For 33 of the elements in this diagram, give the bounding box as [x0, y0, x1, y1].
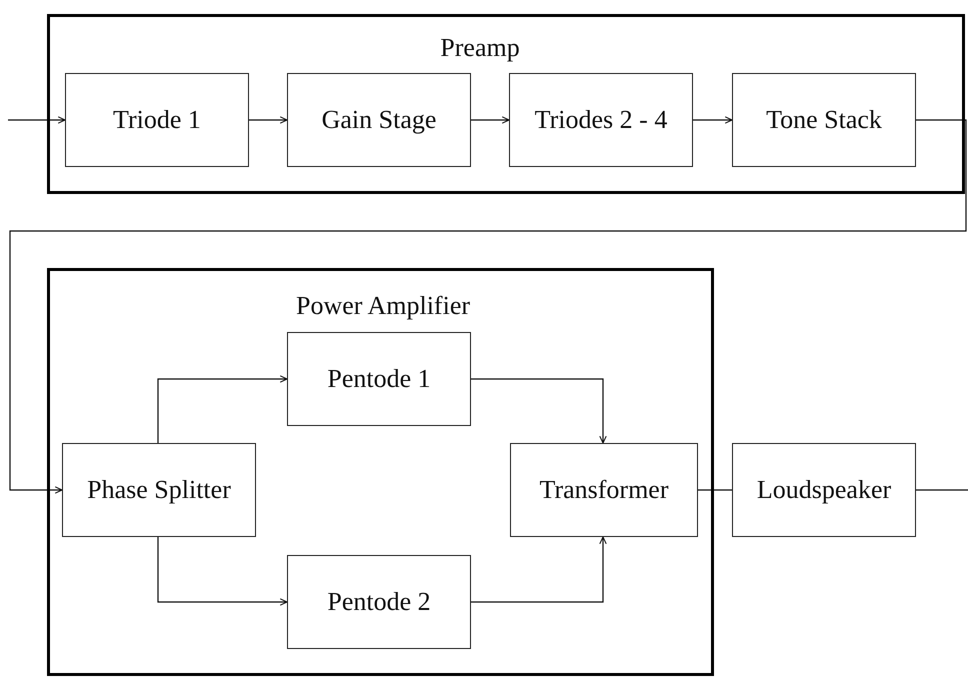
arrow [471, 116, 510, 124]
box-label: Tone Stack [766, 105, 882, 135]
box-label: Pentode 1 [327, 364, 431, 394]
box-label: Loudspeaker [756, 475, 892, 505]
arrow [9, 119, 967, 494]
group-title: Power Amplifier [296, 291, 470, 321]
process-box [287, 73, 471, 167]
connector-line [916, 489, 968, 491]
box-label: Phase Splitter [87, 475, 231, 505]
process-box [62, 443, 256, 537]
process-box [510, 443, 698, 537]
arrow [157, 375, 288, 443]
process-box [732, 443, 916, 537]
process-box [287, 555, 471, 649]
box-label: Gain Stage [322, 105, 436, 135]
group-frame [47, 14, 965, 194]
connector-line [698, 489, 732, 491]
box-label: Transformer [539, 475, 669, 505]
arrow [471, 378, 607, 444]
process-box [509, 73, 693, 167]
process-box [65, 73, 249, 167]
box-label: Triodes 2 - 4 [534, 105, 668, 135]
process-box [732, 73, 916, 167]
group-frame [47, 268, 714, 676]
arrow [471, 536, 607, 603]
process-box [287, 332, 471, 426]
arrow [8, 116, 66, 124]
arrow [693, 116, 733, 124]
arrow [157, 537, 288, 606]
arrow [249, 116, 288, 124]
group-title: Preamp [440, 33, 520, 63]
box-label: Triode 1 [113, 105, 201, 135]
box-label: Pentode 2 [327, 587, 431, 617]
